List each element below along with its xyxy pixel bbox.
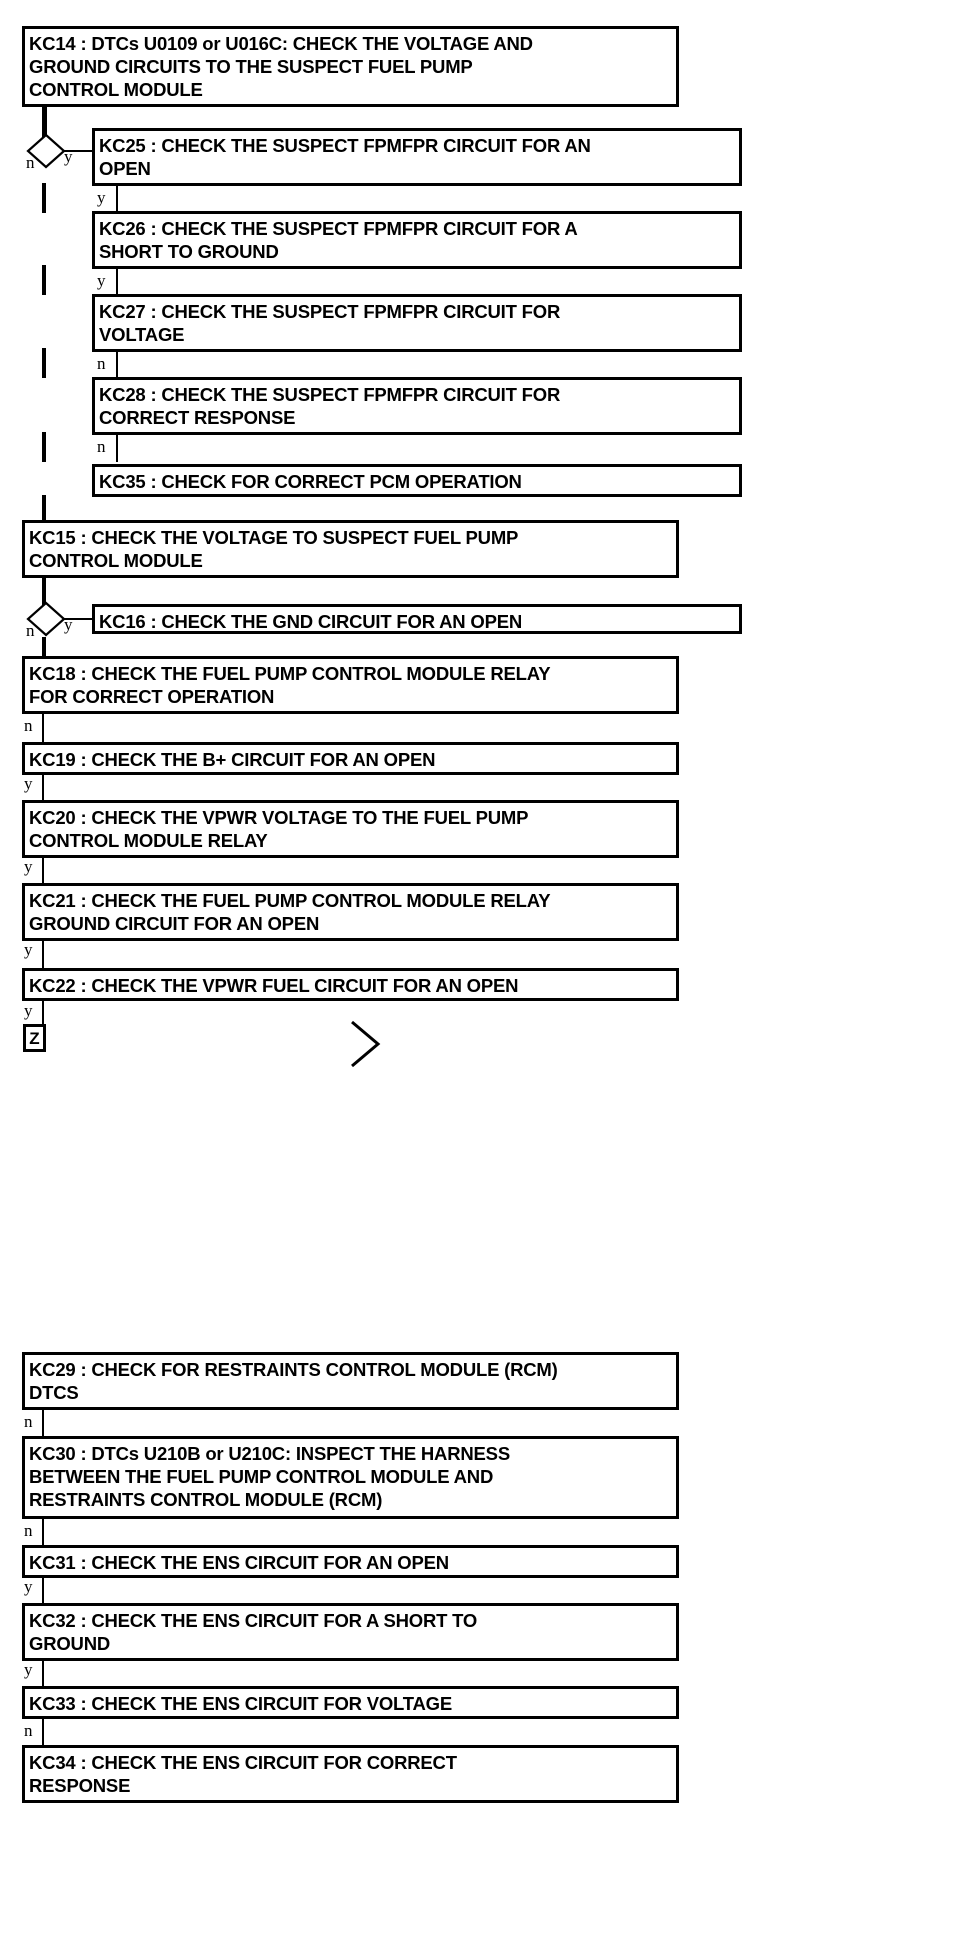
edge-trunk-n-seg1 bbox=[42, 183, 46, 213]
edge-trunk-n-seg2 bbox=[42, 265, 46, 295]
node-kc28[interactable]: KC28 : CHECK THE SUSPECT FPMFPR CIRCUIT … bbox=[92, 377, 742, 435]
edge-kc22-to-connector-z bbox=[42, 1001, 44, 1025]
edge-label-kc28-n: n bbox=[97, 437, 106, 456]
edge-label-kc19-y: y bbox=[24, 774, 33, 793]
node-kc19[interactable]: KC19 : CHECK THE B+ CIRCUIT FOR AN OPEN bbox=[22, 742, 679, 775]
edge-kc28-to-kc35 bbox=[116, 435, 118, 462]
edge-label-kc15-y: y bbox=[64, 615, 73, 634]
edge-label-kc18-n: n bbox=[24, 716, 33, 735]
edge-label-kc33-n: n bbox=[24, 1721, 33, 1740]
edge-kc15-to-branch2 bbox=[42, 578, 46, 605]
edge-label-kc29-n: n bbox=[24, 1412, 33, 1431]
node-kc32[interactable]: KC32 : CHECK THE ENS CIRCUIT FOR A SHORT… bbox=[22, 1603, 679, 1661]
edge-label-kc15-n: n bbox=[26, 621, 35, 640]
edge-kc25-to-kc26 bbox=[116, 186, 118, 213]
edge-kc18-to-kc19 bbox=[42, 714, 44, 742]
edge-label-kc32-y: y bbox=[24, 1660, 33, 1679]
node-kc30[interactable]: KC30 : DTCs U210B or U210C: INSPECT THE … bbox=[22, 1436, 679, 1519]
edge-kc27-to-kc28 bbox=[116, 352, 118, 379]
edge-label-kc14-y: y bbox=[64, 147, 73, 166]
edge-kc20-to-kc21 bbox=[42, 858, 44, 886]
node-kc21[interactable]: KC21 : CHECK THE FUEL PUMP CONTROL MODUL… bbox=[22, 883, 679, 941]
edge-label-kc27-n: n bbox=[97, 354, 106, 373]
edge-label-kc26-y: y bbox=[97, 271, 106, 290]
node-kc18[interactable]: KC18 : CHECK THE FUEL PUMP CONTROL MODUL… bbox=[22, 656, 679, 714]
edge-kc33-to-kc34 bbox=[42, 1719, 44, 1747]
edge-kc14-to-branch1 bbox=[42, 107, 47, 137]
node-kc27[interactable]: KC27 : CHECK THE SUSPECT FPMFPR CIRCUIT … bbox=[92, 294, 742, 352]
edge-kc29-to-kc30 bbox=[42, 1410, 44, 1438]
decision-diamond-1[interactable] bbox=[26, 133, 66, 169]
node-kc14[interactable]: KC14 : DTCs U0109 or U016C: CHECK THE VO… bbox=[22, 26, 679, 107]
node-kc31[interactable]: KC31 : CHECK THE ENS CIRCUIT FOR AN OPEN bbox=[22, 1545, 679, 1578]
edge-kc32-to-kc33 bbox=[42, 1661, 44, 1689]
edge-label-kc30-n: n bbox=[24, 1521, 33, 1540]
edge-branch1-to-kc25 bbox=[64, 150, 94, 152]
node-kc34[interactable]: KC34 : CHECK THE ENS CIRCUIT FOR CORRECT… bbox=[22, 1745, 679, 1803]
node-kc29[interactable]: KC29 : CHECK FOR RESTRAINTS CONTROL MODU… bbox=[22, 1352, 679, 1410]
edge-label-kc20-y: y bbox=[24, 857, 33, 876]
edge-trunk-n-seg4 bbox=[42, 432, 46, 462]
edge-label-kc21-y: y bbox=[24, 940, 33, 959]
edge-trunk-n-seg5 bbox=[42, 495, 46, 525]
edge-label-kc31-y: y bbox=[24, 1577, 33, 1596]
node-kc26[interactable]: KC26 : CHECK THE SUSPECT FPMFPR CIRCUIT … bbox=[92, 211, 742, 269]
edge-kc19-to-kc20 bbox=[42, 775, 44, 803]
edge-kc26-to-kc27 bbox=[116, 269, 118, 296]
edge-kc30-to-kc31 bbox=[42, 1519, 44, 1547]
edge-label-kc22-y: y bbox=[24, 1001, 33, 1020]
node-kc25[interactable]: KC25 : CHECK THE SUSPECT FPMFPR CIRCUIT … bbox=[92, 128, 742, 186]
edge-kc21-to-kc22 bbox=[42, 941, 44, 969]
edge-label-kc14-n: n bbox=[26, 153, 35, 172]
edge-kc31-to-kc32 bbox=[42, 1578, 44, 1606]
edge-trunk-n-seg3 bbox=[42, 348, 46, 378]
connector-z[interactable]: Z bbox=[23, 1024, 46, 1052]
node-kc22[interactable]: KC22 : CHECK THE VPWR FUEL CIRCUIT FOR A… bbox=[22, 968, 679, 1001]
edge-branch2-to-kc16 bbox=[64, 618, 94, 620]
page-break-chevron-icon bbox=[345, 1018, 387, 1070]
node-kc16[interactable]: KC16 : CHECK THE GND CIRCUIT FOR AN OPEN bbox=[92, 604, 742, 634]
node-kc20[interactable]: KC20 : CHECK THE VPWR VOLTAGE TO THE FUE… bbox=[22, 800, 679, 858]
decision-diamond-2[interactable] bbox=[26, 601, 66, 637]
edge-label-kc25-y: y bbox=[97, 188, 106, 207]
edge-branch2-n-to-kc18 bbox=[42, 637, 46, 659]
node-kc33[interactable]: KC33 : CHECK THE ENS CIRCUIT FOR VOLTAGE bbox=[22, 1686, 679, 1719]
node-kc15[interactable]: KC15 : CHECK THE VOLTAGE TO SUSPECT FUEL… bbox=[22, 520, 679, 578]
node-kc35[interactable]: KC35 : CHECK FOR CORRECT PCM OPERATION bbox=[92, 464, 742, 497]
